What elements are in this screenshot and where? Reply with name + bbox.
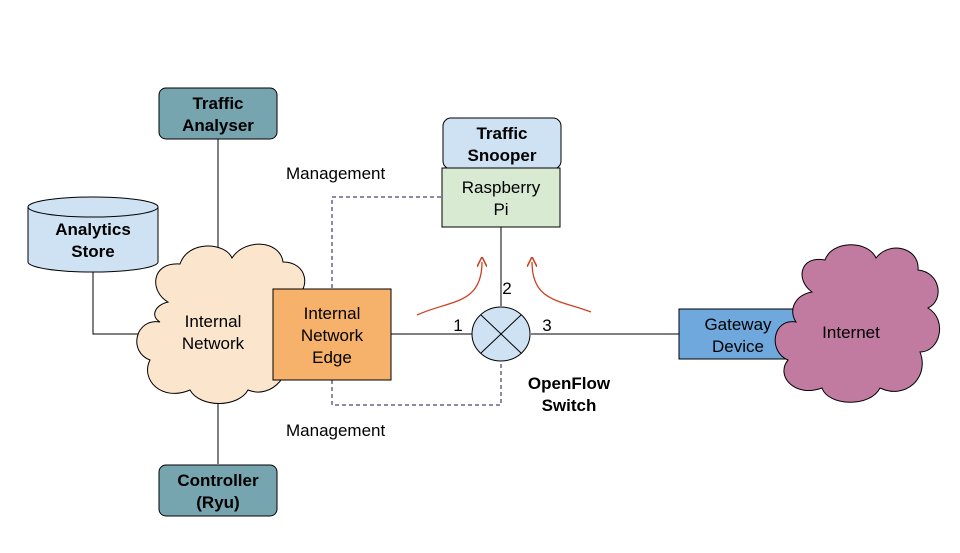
traffic-snooper-label-1: Traffic [476, 124, 527, 143]
gateway-device-label-1: Gateway [704, 315, 772, 334]
cloud-icon: Internal Network [136, 243, 306, 404]
raspberry-pi-label-2: Pi [493, 200, 508, 219]
internal-network-label-2: Network [182, 334, 245, 353]
internal-network-edge-node: Internal Network Edge [272, 288, 392, 381]
traffic-snooper-label-2: Snooper [468, 146, 537, 165]
gateway-device-label-2: Device [712, 337, 764, 356]
internet-cloud [774, 244, 940, 403]
management-link-top [331, 196, 442, 288]
openflow-switch-label-1: OpenFlow [528, 374, 611, 393]
raspberry-pi-node: Raspberry Pi [441, 167, 561, 228]
controller-label-1: Controller [177, 471, 259, 490]
port-3-label: 3 [542, 316, 551, 335]
flow-arrow-left [416, 262, 482, 316]
analytics-store-body [27, 207, 159, 273]
internal-network-label-1: Internal [185, 312, 242, 331]
internal-network-edge-label-1: Internal [304, 304, 361, 323]
management-label-top: Management [286, 164, 386, 183]
port-1-label: 1 [453, 316, 462, 335]
port-2-label: 2 [502, 279, 511, 298]
internal-network-edge-label-2: Network [301, 326, 364, 345]
traffic-analyser-label-1: Traffic [192, 94, 243, 113]
traffic-analyser-box [158, 87, 278, 140]
raspberry-pi-box [441, 167, 561, 228]
internal-network-edge-label-3: Edge [312, 348, 352, 367]
management-links [331, 196, 502, 406]
cylinder-database-icon: Analytics Store [27, 196, 159, 273]
controller-node: Controller (Ryu) [158, 464, 278, 517]
internet-cloud-icon: Internet [774, 244, 940, 403]
store-to-network-line [92, 272, 150, 335]
analytics-store-label-1: Analytics [55, 220, 131, 239]
raspberry-pi-label-1: Raspberry [462, 178, 541, 197]
openflow-switch-label-2: Switch [542, 396, 597, 415]
switch-x-circle-icon [471, 306, 531, 362]
analytics-store-label-2: Store [71, 242, 114, 261]
management-label-bottom: Management [286, 421, 386, 440]
traffic-snooper-node: Traffic Snooper [442, 117, 562, 170]
traffic-analyser-node: Traffic Analyser [158, 87, 278, 140]
analytics-store-top [27, 196, 159, 218]
controller-box [158, 464, 278, 517]
flow-arrow-right [532, 262, 592, 313]
controller-label-2: (Ryu) [196, 493, 239, 512]
traffic-analyser-label-2: Analyser [182, 116, 254, 135]
switch-cross-line-2 [480, 314, 522, 354]
internet-label: Internet [822, 323, 880, 342]
internal-network-edge-box [272, 288, 392, 381]
